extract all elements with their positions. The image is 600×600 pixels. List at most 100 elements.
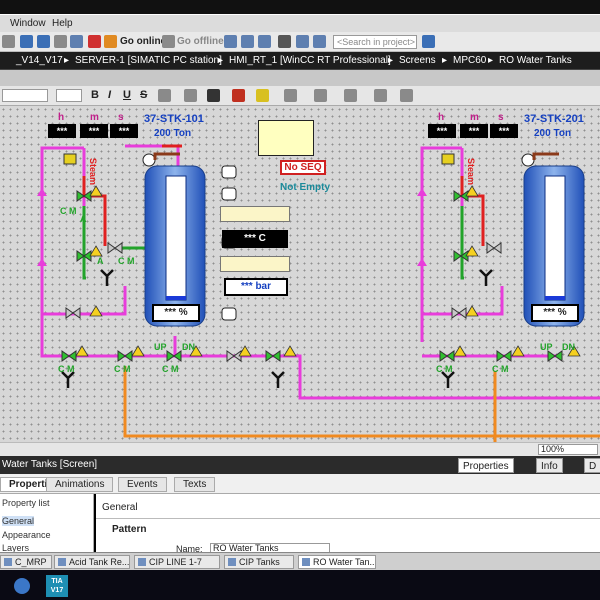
- save-icon[interactable]: [37, 35, 50, 48]
- go-online-icon: [104, 35, 117, 48]
- valve-label-dn: DN: [562, 342, 575, 352]
- s-label: s: [118, 112, 124, 123]
- breadcrumb-item[interactable]: _V14_V17: [16, 55, 63, 66]
- print-icon[interactable]: [54, 35, 67, 48]
- layer-icon[interactable]: [284, 89, 297, 102]
- menu-help[interactable]: Help: [52, 18, 73, 29]
- new-icon[interactable]: [2, 35, 15, 48]
- general-heading: General: [102, 502, 138, 513]
- delete-icon[interactable]: [88, 35, 101, 48]
- fill-color-icon[interactable]: [256, 89, 269, 102]
- distribute-icon[interactable]: [374, 89, 387, 102]
- status-box[interactable]: [221, 165, 237, 179]
- valve-label: A: [80, 214, 87, 224]
- tab-animations[interactable]: Animations: [46, 477, 114, 492]
- superscript-icon[interactable]: [158, 89, 171, 102]
- search-input[interactable]: <Search in project>: [333, 35, 417, 49]
- property-list-item[interactable]: Appearance: [2, 530, 51, 540]
- italic-button[interactable]: I: [108, 89, 112, 101]
- breadcrumb-item[interactable]: MPC60: [453, 55, 487, 66]
- taskbar-item[interactable]: C_MRP: [0, 555, 52, 569]
- editor-toolbar: [0, 70, 600, 86]
- tank-capacity: 200 Ton: [534, 128, 572, 139]
- valve-label-up: UP: [154, 342, 167, 352]
- property-list-item[interactable]: Layers: [2, 543, 30, 553]
- taskbar-item[interactable]: CIP LINE 1-7: [134, 555, 220, 569]
- strikethrough-button[interactable]: S: [140, 89, 148, 101]
- property-tabs: Properties Animations Events Texts: [0, 474, 600, 494]
- font-color-icon[interactable]: [207, 89, 220, 102]
- process-diagram: [37, 144, 600, 442]
- property-detail-pane: General Pattern Name: RO Water Tanks: [96, 494, 600, 554]
- menu-window[interactable]: Window: [10, 18, 46, 29]
- horizontal-scrollbar[interactable]: 100%: [0, 442, 600, 456]
- breadcrumb-item[interactable]: RO Water Tanks: [499, 55, 572, 66]
- h-label: h: [438, 112, 445, 123]
- windows-start-icon[interactable]: [14, 578, 30, 594]
- taskbar-item[interactable]: CIP Tanks: [224, 555, 294, 569]
- level-display[interactable]: *** %: [152, 304, 200, 322]
- open-icon[interactable]: [20, 35, 33, 48]
- seconds-field[interactable]: ***: [110, 124, 138, 138]
- go-offline-button[interactable]: Go offline: [177, 36, 224, 47]
- s-label: s: [498, 112, 504, 123]
- tank-37-stk-101[interactable]: [144, 165, 206, 327]
- tab-diagnostics[interactable]: D: [584, 458, 600, 473]
- taskbar-item[interactable]: Acid Tank Re...: [54, 555, 130, 569]
- cut-icon[interactable]: [70, 35, 83, 48]
- tab-info[interactable]: Info: [536, 458, 563, 473]
- temperature-display[interactable]: *** C: [222, 230, 288, 248]
- hours-field[interactable]: ***: [48, 124, 76, 138]
- tab-events[interactable]: Events: [118, 477, 167, 492]
- bold-button[interactable]: B: [91, 89, 99, 101]
- size-select[interactable]: [56, 89, 82, 102]
- align-icon[interactable]: [184, 89, 197, 102]
- accessible-devices-icon[interactable]: [224, 35, 237, 48]
- m-label: m: [90, 112, 99, 123]
- tab-texts[interactable]: Texts: [174, 477, 216, 492]
- setpoint-field-2[interactable]: [220, 256, 290, 272]
- breadcrumb-sep: ▸: [442, 55, 448, 66]
- align-objects-icon[interactable]: [344, 89, 357, 102]
- valve-label: C M: [114, 364, 131, 374]
- zoom-select[interactable]: 100%: [538, 444, 598, 455]
- search-icon[interactable]: [422, 35, 435, 48]
- underline-button[interactable]: U: [123, 89, 131, 101]
- go-online-button[interactable]: Go online: [120, 36, 167, 47]
- seq-panel[interactable]: [258, 120, 314, 156]
- tab-properties[interactable]: Properties: [458, 458, 514, 473]
- breadcrumb-item[interactable]: HMI_RT_1 [WinCC RT Professional]: [229, 55, 391, 66]
- setpoint-field-1[interactable]: [220, 206, 290, 222]
- window-icon[interactable]: [313, 35, 326, 48]
- editor-icon[interactable]: [296, 35, 309, 48]
- grid-icon[interactable]: [400, 89, 413, 102]
- zorder-icon[interactable]: [314, 89, 327, 102]
- title-strip: [0, 0, 600, 14]
- close-icon[interactable]: [278, 35, 291, 48]
- font-select[interactable]: [2, 89, 48, 102]
- valve-label: C M: [118, 256, 135, 266]
- monitor-icon[interactable]: [241, 35, 254, 48]
- property-list-item[interactable]: General: [2, 516, 35, 526]
- split-icon[interactable]: [258, 35, 271, 48]
- valve-label-dn: DN: [182, 342, 195, 352]
- status-box[interactable]: [221, 307, 237, 321]
- property-list-item[interactable]: Property list: [2, 498, 50, 508]
- line-color-icon[interactable]: [232, 89, 245, 102]
- breadcrumb-item[interactable]: SERVER-1 [SIMATIC PC station]: [75, 55, 222, 66]
- level-display[interactable]: *** %: [531, 304, 579, 322]
- tia-portal-icon[interactable]: TIA V17: [46, 575, 68, 597]
- valve-label-up: UP: [540, 342, 553, 352]
- hours-field[interactable]: ***: [428, 124, 456, 138]
- taskbar-item-active[interactable]: RO Water Tan...: [298, 555, 376, 569]
- tank-name: 37-STK-101: [144, 113, 204, 125]
- breadcrumb-item[interactable]: Screens: [399, 55, 436, 66]
- status-box[interactable]: [221, 187, 237, 201]
- no-seq-badge: No SEQ: [280, 160, 326, 175]
- screen-canvas[interactable]: h m s *** *** *** 37-STK-101 200 Ton Ste…: [0, 106, 600, 442]
- pressure-display[interactable]: *** bar: [224, 278, 288, 296]
- minutes-field[interactable]: ***: [460, 124, 488, 138]
- minutes-field[interactable]: ***: [80, 124, 108, 138]
- tank-37-stk-201[interactable]: [523, 165, 585, 327]
- seconds-field[interactable]: ***: [490, 124, 518, 138]
